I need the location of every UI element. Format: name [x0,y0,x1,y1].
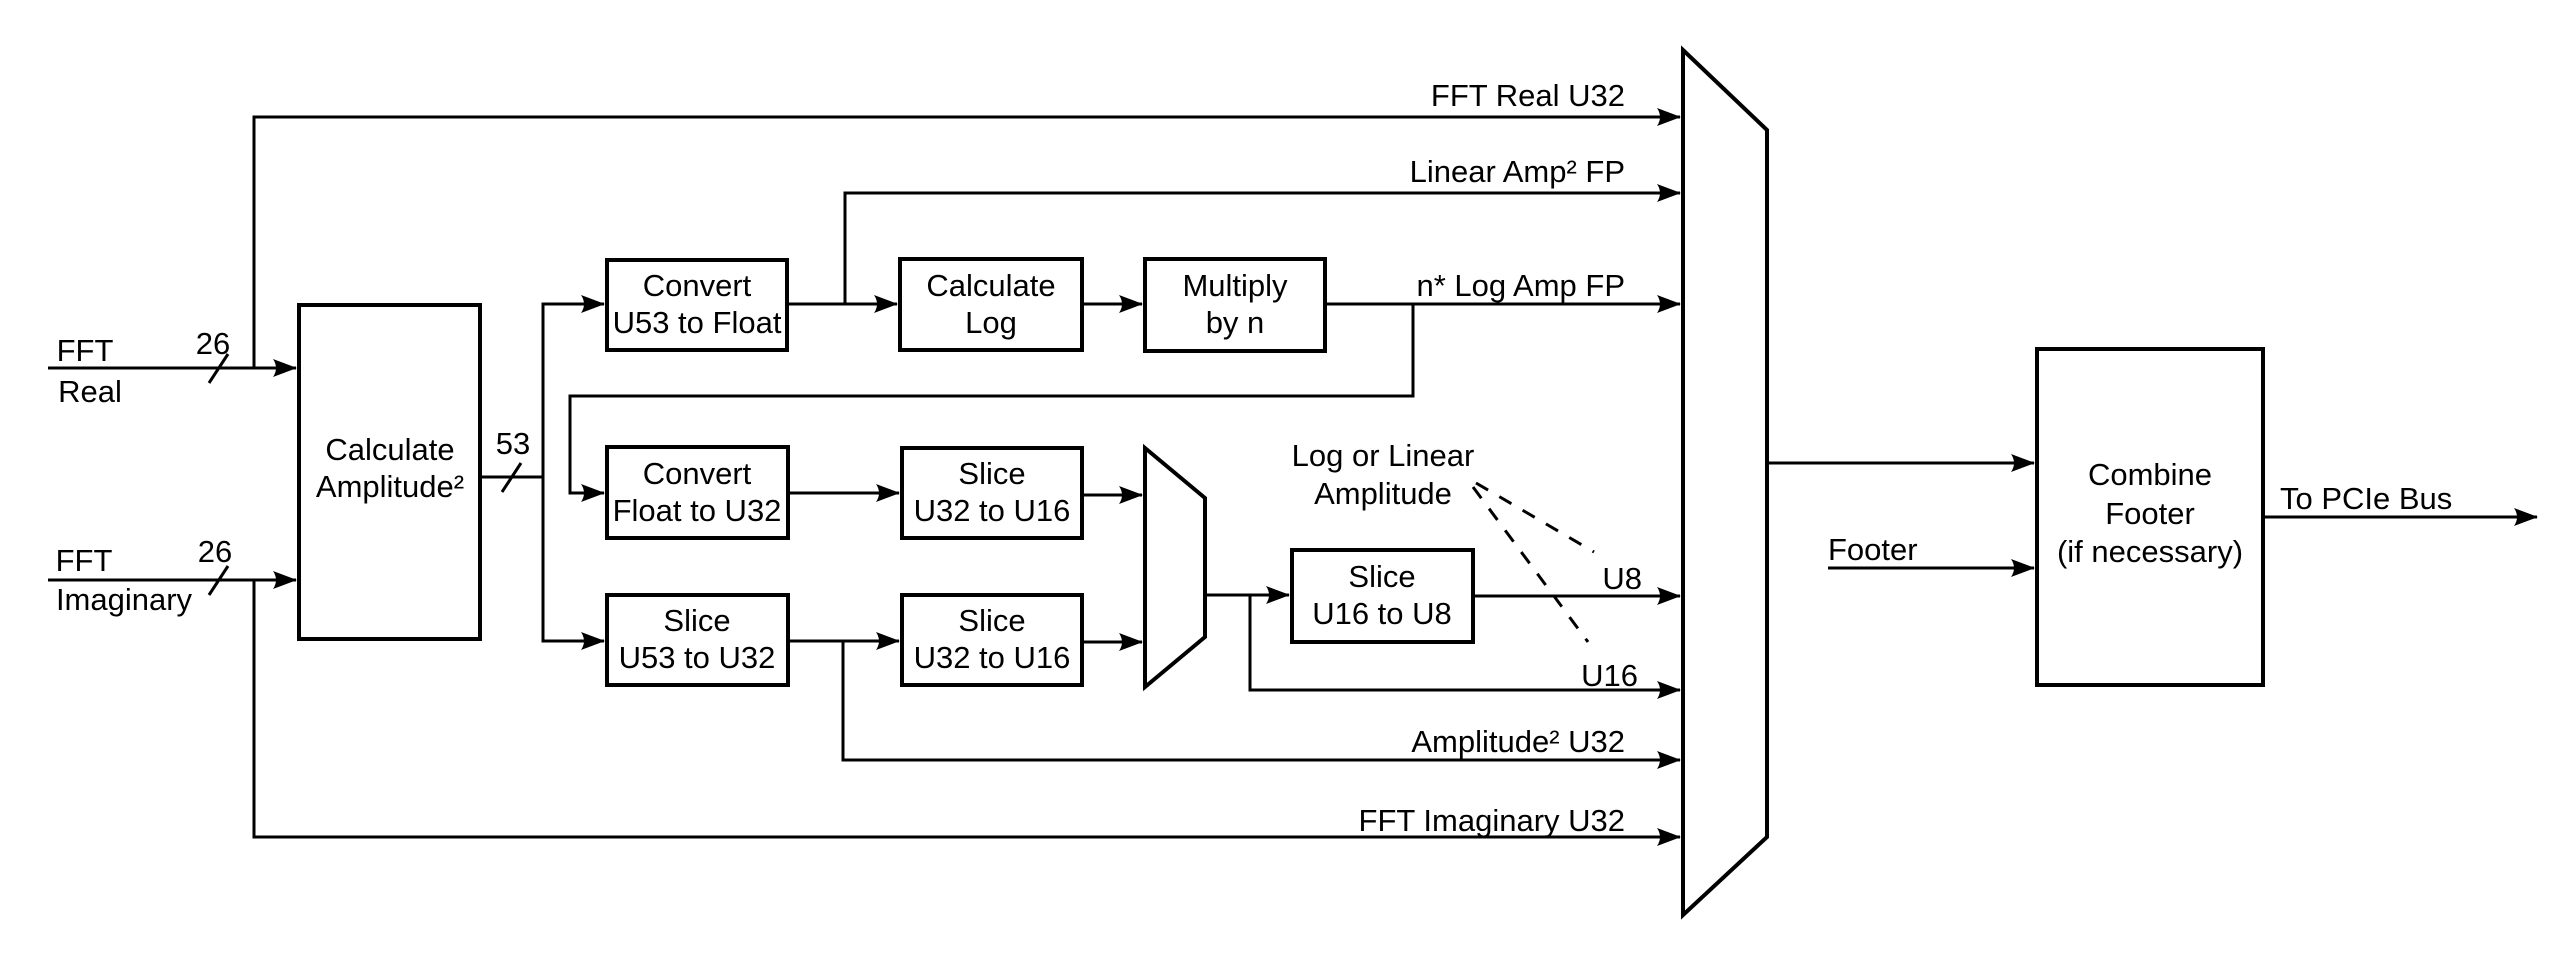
convert-u53-to-float-label-line1: Convert [643,268,752,303]
convert-float-to-u32-label-line1: Convert [643,456,752,491]
calculate-amplitude-label-line2: Amplitude² [316,469,464,504]
slice-u53-to-u32-label-line2: U53 to U32 [619,640,776,675]
slice-u16-to-u8-box [1290,548,1475,644]
annotation-leaders [1471,481,1595,643]
fft-real-label-line2: Real [58,374,122,409]
calculate-amplitude-label-line1: Calculate [325,432,454,467]
mux-label-fft-real-u32: FFT Real U32 [1431,78,1625,113]
wire-log-return-to-convertfloat [568,304,1415,502]
input-labels: FFT Real 26 FFT Imaginary 26 53 Footer [56,326,1918,617]
block-convert-float-to-u32: Convert Float to U32 [605,445,790,540]
mux-label-u16: U16 [1581,658,1638,693]
calculate-log-box [898,257,1084,352]
combine-footer-box [2035,347,2265,687]
fft-real-bus-width: 26 [196,326,230,361]
convert-float-to-u32-box [605,445,790,540]
calculate-log-label-line1: Calculate [926,268,1055,303]
wire-amplitude2-u32 [841,641,1681,769]
log-or-linear-annotation: Log or Linear Amplitude [1292,438,1475,511]
calculate-amplitude-box [297,303,482,641]
block-calculate-amplitude: Calculate Amplitude² [297,303,482,641]
fft-imaginary-label-line1: FFT [56,543,113,578]
slice-u32-to-u16-linear-label-line2: U32 to U16 [914,640,1071,675]
wire-53-to-slice-u53 [541,477,605,650]
mux-label-linear-amp2-fp: Linear Amp² FP [1410,154,1625,189]
footer-label: Footer [1828,532,1918,567]
bus-tick-53 [500,462,523,493]
slice-u16-to-u8-label-line2: U16 to U8 [1312,596,1452,631]
mux-label-n-log-amp-fp: n* Log Amp FP [1416,268,1625,303]
slice-u16-to-u8-label-line1: Slice [1348,559,1415,594]
slice-u32-to-u16-log-label-line1: Slice [958,456,1025,491]
block-slice-u53-to-u32: Slice U53 to U32 [605,593,790,687]
slice-u32-to-u16-linear-label-line1: Slice [958,603,1025,638]
combine-footer-label-line1: Combine [2088,457,2212,492]
bus-tick-fft-real [207,353,230,384]
wire-fft-imaginary-u32 [252,580,1681,846]
log-linear-select-mux [1143,443,1207,692]
convert-float-to-u32-label-line2: Float to U32 [613,493,782,528]
log-or-linear-annotation-line2: Amplitude [1314,476,1452,511]
wire-u16 [1248,595,1681,699]
block-slice-u32-to-u16-log: Slice U32 to U16 [900,446,1084,540]
block-calculate-log: Calculate Log [898,257,1084,352]
combine-footer-label-line3: (if necessary) [2057,534,2243,569]
slice-u53-to-u32-box [605,593,790,687]
multiply-by-n-label-line2: by n [1206,305,1265,340]
fft-real-label-line1: FFT [57,333,114,368]
slice-u53-to-u32-label-line1: Slice [663,603,730,638]
combine-footer-label-line2: Footer [2105,496,2195,531]
to-pcie-bus-label: To PCIe Bus [2280,481,2452,516]
block-combine-footer: Combine Footer (if necessary) [2035,347,2265,687]
block-slice-u32-to-u16-linear: Slice U32 to U16 [900,593,1084,687]
amplitude-bus-width: 53 [496,426,530,461]
convert-u53-to-float-box [605,258,789,352]
slice-u32-to-u16-log-box [900,446,1084,540]
convert-u53-to-float-label-line2: U53 to Float [613,305,782,340]
mux-label-amplitude2-u32: Amplitude² U32 [1411,724,1625,759]
bus-tick-fft-imaginary [207,565,230,596]
wires [48,108,2538,846]
wire-linear-amp2-fp [843,184,1681,304]
log-or-linear-annotation-line1: Log or Linear [1292,438,1475,473]
dashed-leader-u16 [1471,486,1590,643]
slice-u32-to-u16-linear-box [900,593,1084,687]
fft-imaginary-label-line2: Imaginary [56,582,193,617]
mux-label-fft-imaginary-u32: FFT Imaginary U32 [1359,803,1625,838]
block-convert-u53-to-float: Convert U53 to Float [605,258,789,352]
block-slice-u16-to-u8: Slice U16 to U8 [1290,548,1475,644]
wire-53-to-convert-u53 [541,295,605,477]
mux-input-labels: FFT Real U32 Linear Amp² FP n* Log Amp F… [1359,78,1642,838]
mux-label-u8: U8 [1602,561,1642,596]
output-select-mux [1681,45,1769,920]
wire-fft-real-u32 [252,108,1681,368]
bus-width-ticks [207,353,523,596]
calculate-log-label-line2: Log [965,305,1017,340]
multiply-by-n-box [1143,257,1327,353]
slice-u32-to-u16-log-label-line2: U32 to U16 [914,493,1071,528]
multiply-by-n-label-line1: Multiply [1182,268,1288,303]
fft-imaginary-bus-width: 26 [198,534,232,569]
dashed-leader-u8 [1475,481,1595,554]
block-multiply-by-n: Multiply by n [1143,257,1327,353]
